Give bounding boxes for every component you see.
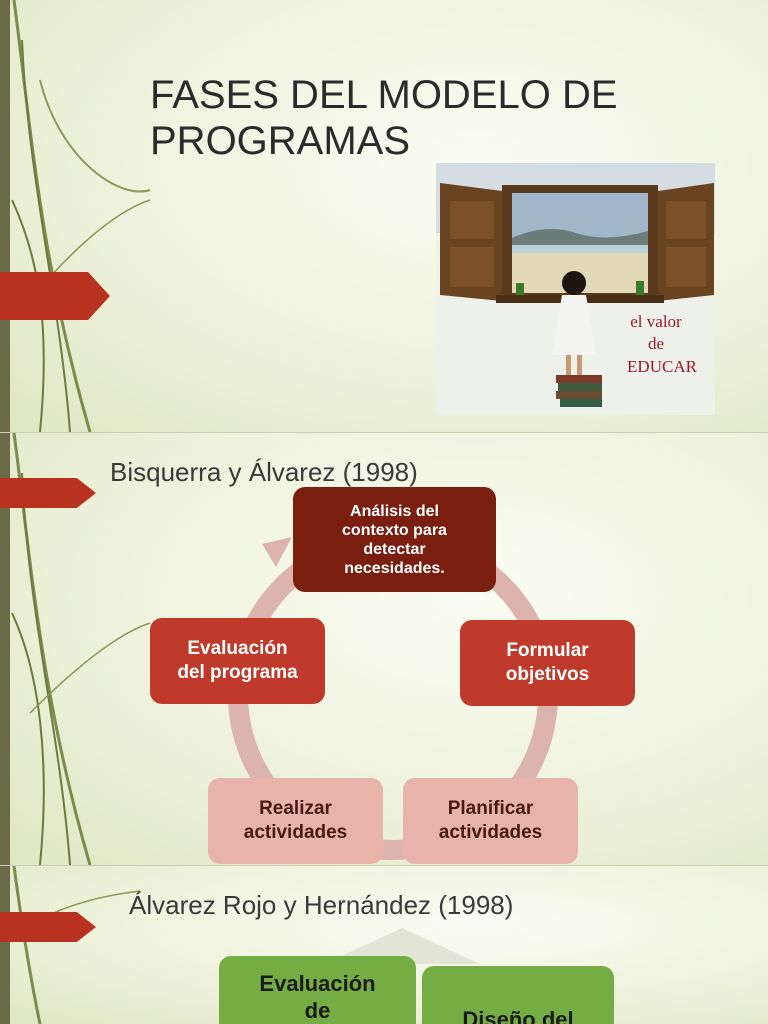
slide-model: Álvarez Rojo y Hernández (1998) Evaluaci… bbox=[0, 866, 768, 1024]
cycle-step-label: Análisis del contexto para detectar nece… bbox=[342, 502, 447, 577]
svg-text:el valor: el valor bbox=[630, 312, 682, 331]
model-box-label: Evaluación de bbox=[259, 971, 376, 1023]
slide-marker-tab bbox=[0, 912, 96, 942]
connector-shape bbox=[324, 928, 480, 964]
cycle-step-label: Realizar actividades bbox=[243, 798, 348, 843]
model-box-design: Diseño del bbox=[422, 966, 614, 1024]
slide-cycle: Bisquerra y Álvarez (1998) Análisis del … bbox=[0, 433, 768, 865]
slide-marker-tab bbox=[0, 272, 110, 320]
cycle-step-objectives: Formular objetivos bbox=[460, 620, 635, 706]
cycle-step-label: Evaluación del programa bbox=[177, 638, 298, 683]
svg-text:EDUCAR: EDUCAR bbox=[627, 357, 698, 376]
slide-title: FASES DEL MODELO DE PROGRAMAS el valor d… bbox=[0, 0, 768, 432]
cycle-step-analysis: Análisis del contexto para detectar nece… bbox=[293, 487, 496, 592]
cycle-step-plan: Planificar actividades bbox=[403, 778, 578, 864]
educar-photo: el valor de EDUCAR bbox=[436, 163, 715, 415]
model-box-evaluation: Evaluación de bbox=[219, 956, 416, 1024]
slide-side-bar bbox=[0, 433, 10, 865]
cycle-step-activities: Realizar actividades bbox=[208, 778, 383, 864]
slide-separator bbox=[0, 432, 768, 433]
model-box-label: Diseño del bbox=[462, 1007, 574, 1024]
slide-separator bbox=[0, 865, 768, 866]
slide-marker-tab bbox=[0, 478, 96, 508]
cycle-step-evaluation: Evaluación del programa bbox=[150, 618, 325, 704]
svg-text:de: de bbox=[648, 334, 664, 353]
slide-subtitle: Álvarez Rojo y Hernández (1998) bbox=[129, 890, 514, 920]
slide-subtitle: Bisquerra y Álvarez (1998) bbox=[110, 457, 418, 487]
slide-side-bar bbox=[0, 866, 10, 1024]
cycle-step-label: Planificar actividades bbox=[438, 798, 543, 843]
cycle-step-label: Formular objetivos bbox=[505, 640, 590, 685]
slide-side-bar bbox=[0, 0, 10, 432]
grass-decoration bbox=[11, 0, 151, 432]
page-title: FASES DEL MODELO DE PROGRAMAS bbox=[150, 73, 618, 163]
